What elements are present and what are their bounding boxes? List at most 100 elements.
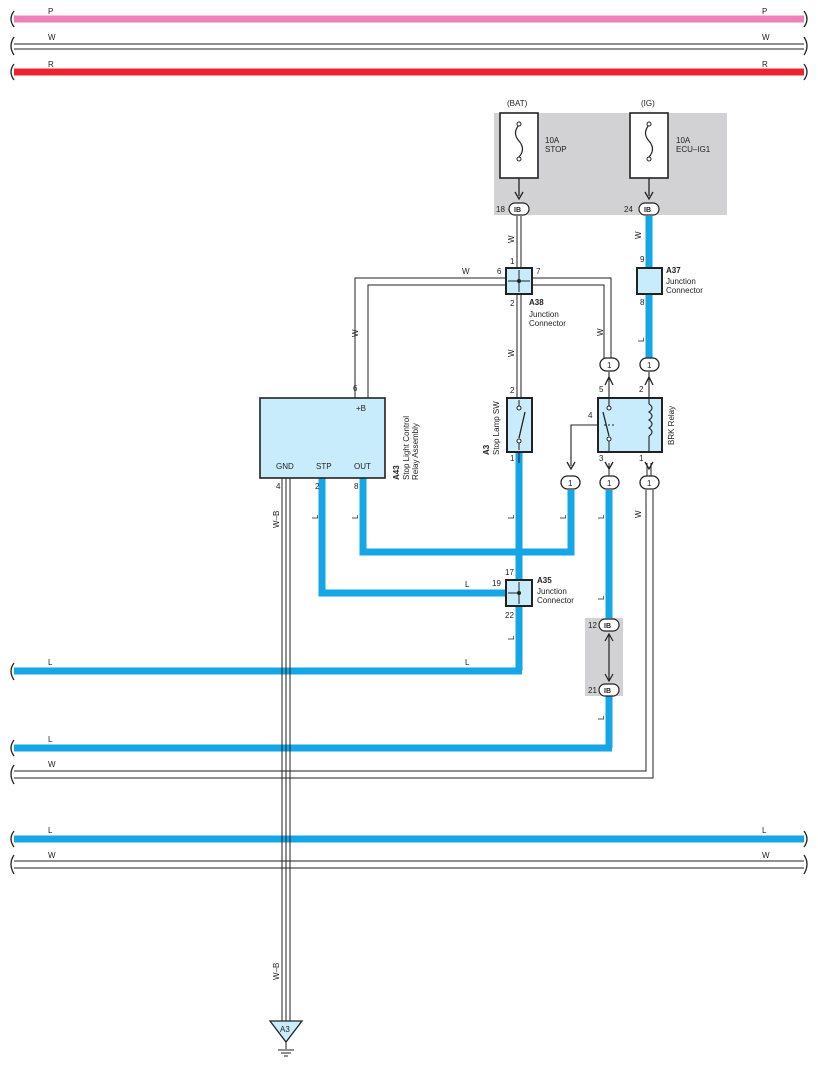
connector-pin-a: 1 [599,357,620,386]
relay-code: A43 [392,465,401,480]
fuse-block: (BAT) (IG) 10A STOP IB 18 10A ECU–IG1 I [494,99,727,216]
a38-line2: Connector [529,319,566,328]
ib-junction: IB IB 12 21 [585,618,623,697]
brk-pin-1: 1 [639,454,644,463]
bus-p-label-left: P [48,7,53,16]
stop-fuse: 10A STOP IB 18 [496,112,567,216]
relay-term-out: OUT [354,462,371,471]
a38-pin-bottom: 2 [510,299,515,308]
ecu-fuse-name: ECU–IG1 [676,145,711,154]
bat-label: (BAT) [507,99,528,108]
a37-line2: Connector [666,286,703,295]
relay-term-b: +B [356,404,366,413]
switch-pin-bottom: 1 [510,454,515,463]
bus-brackets [10,662,808,875]
a37-line1: Junction [666,277,696,286]
svg-text:1: 1 [607,361,612,370]
bus-w-label-left: W [48,33,56,42]
white-wires [14,216,804,1022]
wire-label-w-3: W [351,329,360,337]
wire-label-l-2: L [351,514,360,519]
brk-pin-2: 2 [639,385,644,394]
stop-fuse-name: STOP [545,145,567,154]
stop-fuse-connector: IB [514,207,521,214]
bus-labels: L L W L L W W [48,658,770,860]
ground-a3: A3 [268,1020,304,1057]
bus-w-label-1: W [48,760,56,769]
svg-text:1: 1 [568,479,573,488]
a37-pin-top: 9 [640,255,645,264]
brk-pin-5: 5 [599,385,604,394]
a35-code: A35 [537,576,552,585]
svg-text:1: 1 [647,361,652,370]
wire-labels: W W W W W W W W–B W–B L L L L L L L L L … [272,231,646,980]
ib-top-connector: IB [604,623,611,630]
relay-line2: Relay Assembly [411,423,420,480]
wire-label-l-5: L [597,514,606,519]
stop-lamp-switch: 2 1 A3 Stop Lamp SW [482,386,533,463]
wire-label-l-8: L [507,635,516,640]
brk-pin-3: 3 [599,454,604,463]
stop-light-relay-assembly: +B GND STP OUT 6 4 2 8 A43 Stop Light Co… [259,384,420,491]
bus-l-label-4: L [762,826,767,835]
ig-label: (IG) [641,99,655,108]
a35-line2: Connector [537,596,574,605]
connector-pin-c: 1 [560,475,581,490]
relay-pin-gnd: 4 [276,482,281,491]
top-bus-w: W W [10,33,808,56]
brk-relay: 5 2 4 3 1 BRK Relay [566,372,676,471]
wire-label-l-9: L [597,595,606,600]
relay-term-gnd: GND [276,462,294,471]
wire-label-w-4: W [507,349,516,357]
stop-fuse-rating: 10A [545,136,560,145]
relay-term-stp: STP [316,462,332,471]
a38-pin-right: 7 [536,267,541,276]
wire-label-l-11: L [637,337,646,342]
bus-l-label-1: L [48,658,53,667]
top-bus-r: R R [10,60,808,81]
a35-pin-bottom: 22 [505,611,514,620]
connector-pin-d: 1 [599,475,620,490]
switch-code: A3 [482,444,491,455]
a37-pin-bottom: 8 [640,298,645,307]
junction-a35: 17 19 22 A35 Junction Connector [492,568,574,620]
a38-pin-left: 6 [497,267,502,276]
wire-label-l-1: L [311,514,320,519]
relay-line1: Stop Light Control [402,416,411,480]
brk-relay-name: BRK Relay [667,406,676,445]
bus-l-label-2: L [48,735,53,744]
ecu-fuse-pin: 24 [624,205,633,214]
svg-text:1: 1 [647,479,652,488]
a38-code: A38 [529,298,544,307]
connector-pin-b: 1 [639,357,660,386]
svg-text:1: 1 [607,479,612,488]
ground-code: A3 [280,1025,290,1034]
bus-l-label-3: L [48,826,53,835]
ecu-fuse: 10A ECU–IG1 IB 24 [624,112,711,216]
ib-bottom-connector: IB [604,688,611,695]
wire-label-l-7: L [465,658,470,667]
a35-pin-top: 17 [505,568,514,577]
bus-r-label-left: R [48,60,54,69]
wire-label-l-3: L [507,514,516,519]
relay-pin-stp: 2 [315,482,320,491]
wire-label-w-1: W [507,235,516,243]
blue-wires [14,216,804,843]
wire-label-l-4: L [559,514,568,519]
bus-p-label-right: P [762,7,767,16]
relay-pin-out: 8 [354,482,359,491]
ib-pin-top: 12 [588,621,597,630]
wire-label-w-5: W [596,328,605,336]
bus-w-label-2: W [48,851,56,860]
top-bus-p: P P [10,7,808,28]
a35-line1: Junction [537,587,567,596]
a38-pin-top: 1 [510,257,515,266]
wire-label-l-10: L [597,715,606,720]
ecu-fuse-connector: IB [644,207,651,214]
ecu-fuse-rating: 10A [676,136,691,145]
a37-code: A37 [666,266,681,275]
wire-label-w-2: W [462,267,470,276]
switch-name: Stop Lamp SW [492,401,501,455]
wire-label-l-6: L [465,580,470,589]
